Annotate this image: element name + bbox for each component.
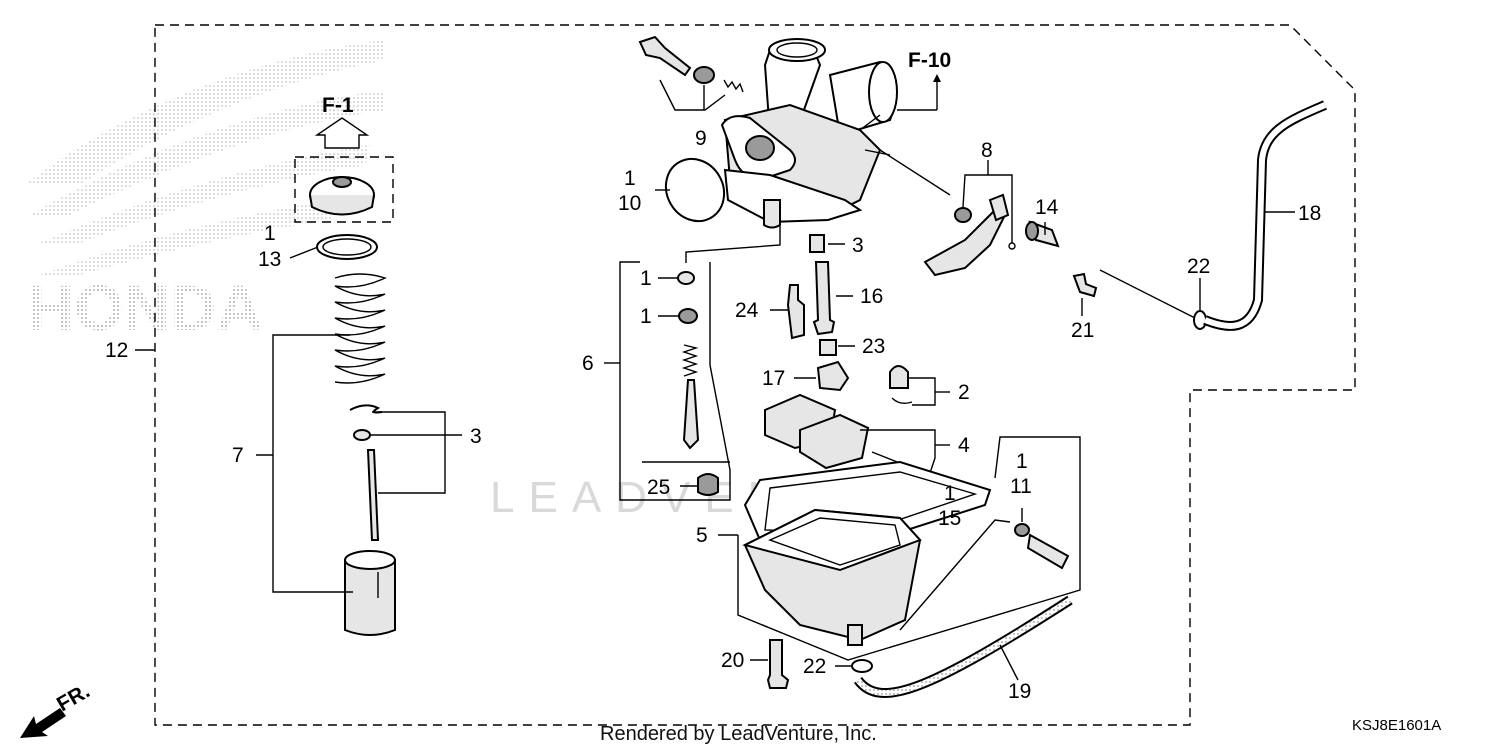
choke-lever [923,193,1016,277]
float-bowl [742,508,922,646]
ref-f1: F-1 [322,94,354,117]
callout-1-qty: 1 [264,222,276,245]
callout-2: 2 [958,381,970,404]
carburetor-body [720,38,898,229]
callout-3: 3 [470,425,482,448]
f1-reference-arrow [314,117,370,149]
callout-10: 10 [618,192,641,215]
cap-25 [697,473,719,496]
float-valve-17 [816,360,850,392]
diagram-code: KSJ8E1601A [1352,717,1441,734]
callout-25: 25 [647,476,670,499]
throttle-spring [334,273,387,384]
callout-20: 20 [721,649,744,672]
honda-logo-text: HONDA [28,272,263,344]
callout-4: 4 [958,434,970,457]
callout-15: 15 [938,507,961,530]
main-jet-23 [819,339,837,356]
callout-1-qty: 1 [640,305,652,328]
callout-11: 11 [1010,475,1032,498]
callout-7: 7 [232,444,244,467]
oring-1b [678,308,698,324]
main-jet-holder [809,234,825,253]
render-credit: Rendered by LeadVenture, Inc. [600,723,877,745]
callout-5: 5 [696,524,708,547]
callout-13: 13 [258,248,281,271]
bracket-5 [737,436,1081,661]
callout-22: 22 [1187,255,1210,278]
callout-17: 17 [762,367,785,390]
callout-1-qty: 1 [1016,450,1028,473]
callout-18: 18 [1298,202,1321,225]
choke-plunger [682,379,700,450]
needle-retainer [353,429,371,441]
callout-1-qty: 1 [624,167,636,190]
pilot-screw-set [638,35,744,93]
hose-clip-22a [1193,310,1207,330]
float-assembly [764,393,931,476]
top-cap-box [294,156,394,223]
callout-9: 9 [695,127,707,150]
vent-hose-18 [1203,102,1327,329]
hose-clip-22b [851,659,873,673]
bracket-6 [619,261,640,501]
drain-hose-19 [855,597,1072,696]
callout-1-qty: 1 [640,267,652,290]
callout-24: 24 [735,299,759,322]
jet-needle [366,449,380,541]
slow-jet-24 [786,284,805,340]
washer-1a [677,271,695,285]
drain-bolt-20 [766,639,790,689]
bracket-4 [860,429,936,474]
front-direction-arrow [20,708,66,738]
callout-23: 23 [862,335,885,358]
callout-1-qty: 1 [944,482,956,505]
float-pin-clip [889,365,909,389]
needle-jet-16 [812,261,836,336]
bracket-3-left [372,411,446,494]
callout-12: 12 [105,339,128,362]
screw-21 [1072,272,1098,298]
bracket-9 [659,79,726,111]
assembly-outline [154,24,1356,726]
callout-22: 22 [803,655,826,678]
callout-19: 19 [1008,680,1031,703]
drain-screw [1026,533,1070,570]
honda-wing-logo: HONDA [25,40,385,344]
bracket-7 [272,334,353,593]
callout-6: 6 [582,352,594,375]
ref-f10: F-10 [908,49,951,72]
bracket-2 [908,377,936,406]
oring-11 [1014,523,1030,537]
callout-14: 14 [1035,196,1059,219]
callout-16: 16 [860,285,883,308]
callout-8: 8 [981,139,993,162]
callout-21: 21 [1071,319,1094,342]
top-cap [309,176,375,216]
callout-3: 3 [852,234,864,257]
choke-spring [681,344,699,377]
throttle-slide [344,550,396,636]
oring-10 [664,157,726,223]
